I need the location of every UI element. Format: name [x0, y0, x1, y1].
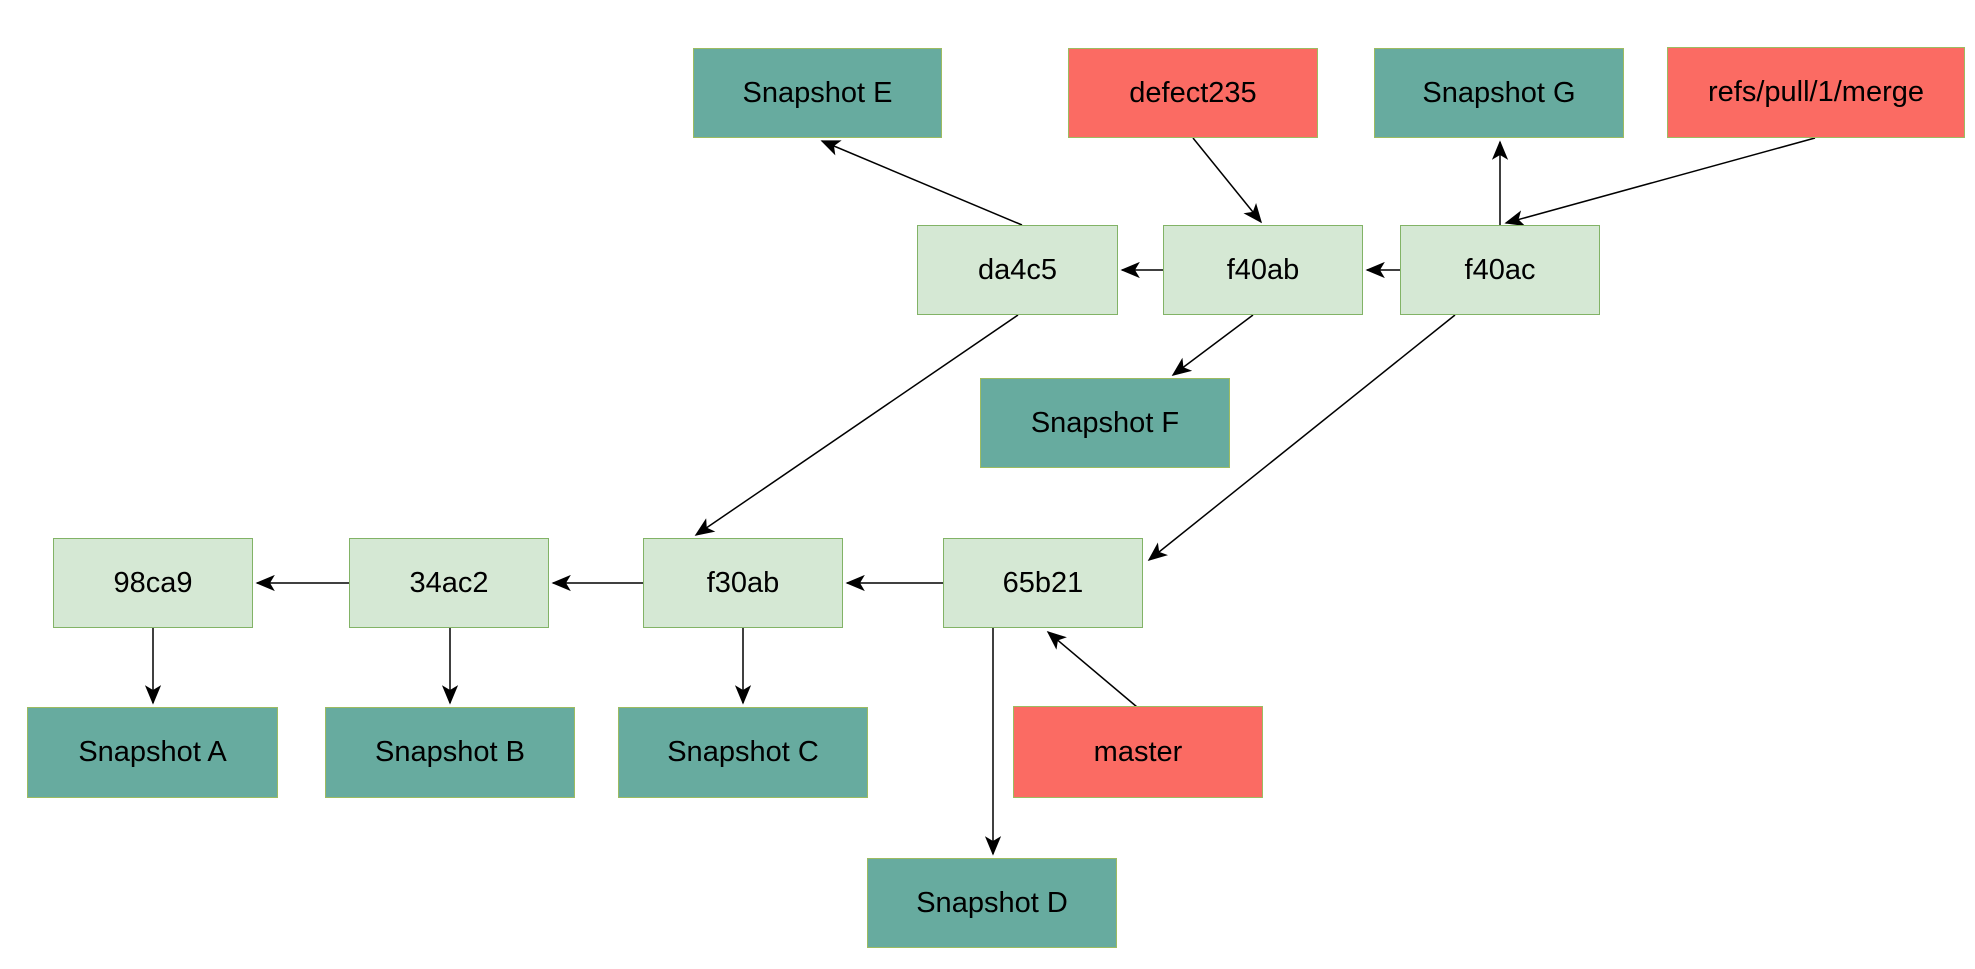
node-ref-refs-pull-1-merge[interactable]: refs/pull/1/merge [1667, 47, 1965, 138]
node-label: Snapshot G [1422, 76, 1576, 109]
node-snapshot-e[interactable]: Snapshot E [693, 48, 942, 138]
node-snapshot-g[interactable]: Snapshot G [1374, 48, 1624, 138]
node-ref-master[interactable]: master [1013, 706, 1263, 798]
node-label: 65b21 [1002, 566, 1084, 599]
node-label: defect235 [1129, 76, 1257, 109]
node-label: 34ac2 [409, 566, 489, 599]
node-label: Snapshot F [1030, 406, 1180, 439]
edge-master-to-65b21 [1046, 630, 1138, 708]
node-label: 98ca9 [113, 566, 193, 599]
node-label: Snapshot D [916, 886, 1068, 919]
node-commit-f40ab[interactable]: f40ab [1163, 225, 1363, 315]
node-ref-defect235[interactable]: defect235 [1068, 48, 1318, 138]
node-commit-34ac2[interactable]: 34ac2 [349, 538, 549, 628]
node-label: f40ab [1226, 253, 1300, 286]
node-label: da4c5 [977, 253, 1057, 286]
node-label: Snapshot A [78, 736, 227, 768]
node-commit-f30ab[interactable]: f30ab [643, 538, 843, 628]
edge-da4c5-to-f30ab [694, 314, 1019, 536]
node-label: master [1093, 735, 1183, 768]
node-snapshot-d[interactable]: Snapshot D [867, 858, 1117, 948]
edge-refs-pull-1-merge-to-f40ac [1504, 137, 1816, 227]
node-label: Snapshot E [742, 76, 893, 109]
node-commit-98ca9[interactable]: 98ca9 [53, 538, 253, 628]
node-label: Snapshot B [375, 736, 525, 768]
node-label: f30ab [706, 566, 780, 599]
node-snapshot-f[interactable]: Snapshot F [980, 378, 1230, 468]
edge-da4c5-to-snapshot-e [820, 140, 1023, 226]
node-snapshot-b[interactable]: Snapshot B [325, 707, 575, 798]
node-commit-da4c5[interactable]: da4c5 [917, 225, 1118, 315]
edge-f40ab-to-snapshot-f [1171, 314, 1254, 376]
edge-defect235-to-f40ab [1192, 137, 1263, 224]
node-snapshot-c[interactable]: Snapshot C [618, 707, 868, 798]
node-label: refs/pull/1/merge [1708, 76, 1924, 108]
node-label: Snapshot C [667, 736, 819, 768]
node-commit-f40ac[interactable]: f40ac [1400, 225, 1600, 315]
node-snapshot-a[interactable]: Snapshot A [27, 707, 278, 798]
node-commit-65b21[interactable]: 65b21 [943, 538, 1143, 628]
node-label: f40ac [1464, 253, 1536, 286]
